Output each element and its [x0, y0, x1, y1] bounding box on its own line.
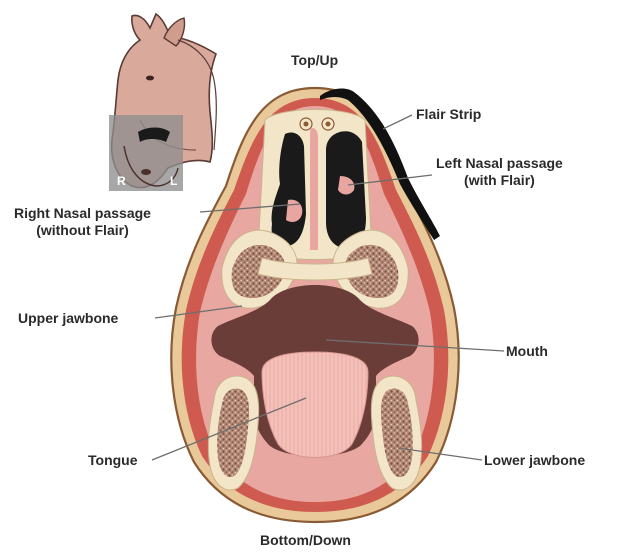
- label-right-nasal-line1: Right Nasal passage: [14, 205, 151, 222]
- label-left-nasal-passage: Left Nasal passage (with Flair): [436, 155, 563, 189]
- inset-nostril: [141, 169, 151, 175]
- label-mouth: Mouth: [506, 343, 548, 360]
- leader-flair-strip: [383, 115, 412, 129]
- label-left-nasal-line1: Left Nasal passage: [436, 155, 563, 172]
- horse-head-illustration: [109, 14, 216, 191]
- tongue: [262, 352, 368, 458]
- label-right-nasal-passage: Right Nasal passage (without Flair): [14, 205, 151, 239]
- label-tongue: Tongue: [88, 452, 138, 469]
- label-right-nasal-line2: (without Flair): [14, 222, 151, 239]
- label-lower-jawbone: Lower jawbone: [484, 452, 585, 469]
- nasal-septum: [310, 128, 318, 250]
- inset-left-marker: L: [170, 174, 177, 188]
- label-flair-strip: Flair Strip: [416, 106, 481, 123]
- label-bottom: Bottom/Down: [260, 532, 351, 549]
- inset-right-marker: R: [117, 174, 126, 188]
- label-upper-jawbone: Upper jawbone: [18, 310, 118, 327]
- label-left-nasal-line2: (with Flair): [436, 172, 563, 189]
- label-top: Top/Up: [291, 52, 338, 69]
- horse-eye: [146, 76, 154, 81]
- head-cross-section: [171, 88, 458, 522]
